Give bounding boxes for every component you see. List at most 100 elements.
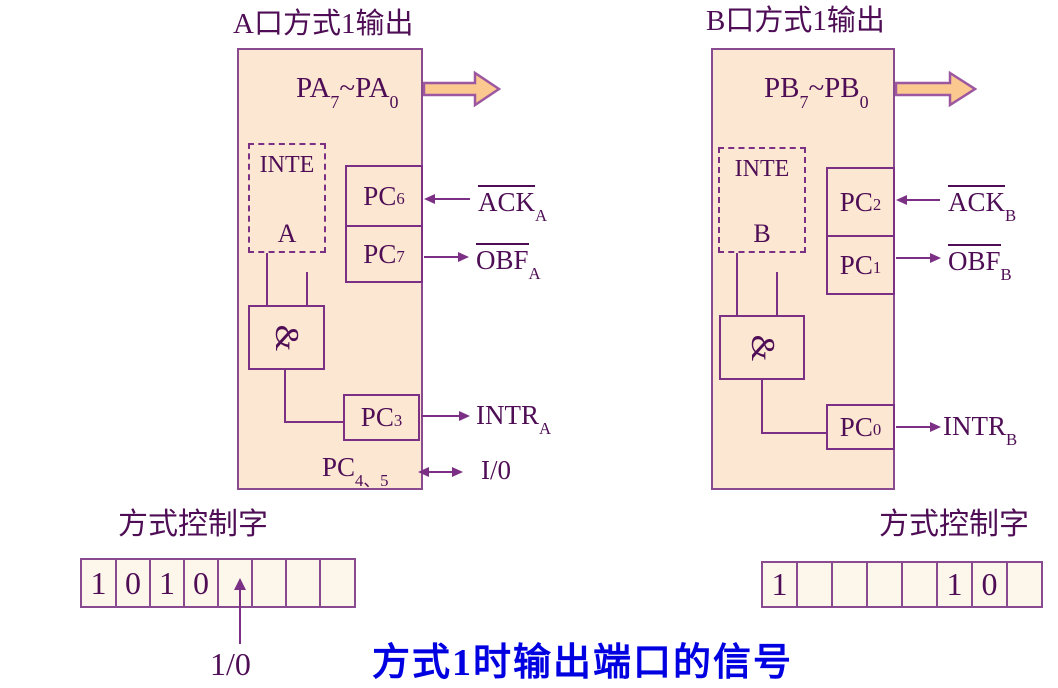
port-b-obf-text: OBF <box>948 244 1001 276</box>
port-a-pc3-sub: 3 <box>393 410 403 430</box>
port-a-obf-arrowhead-icon <box>458 252 469 262</box>
control-b-label: 方式控制字 <box>879 508 1029 541</box>
control-b-bit-d6 <box>796 561 833 608</box>
port-b-bus-label: PB7~PB0 <box>764 72 869 111</box>
port-b-title: B口方式1输出 <box>706 5 885 37</box>
and-gate-symbol: & <box>268 324 306 351</box>
control-b-bit-d2: 1 <box>936 561 973 608</box>
port-a-io-arrowhead-left-icon <box>418 467 429 477</box>
port-a-bus-right: PA <box>355 72 390 104</box>
control-b-bit-row: 1 1 0 <box>761 561 1043 608</box>
port-a-obf-line <box>424 256 460 258</box>
port-b-bus-left-sub: 7 <box>799 91 809 112</box>
port-b-bus-arrow-icon <box>895 70 977 108</box>
port-b-wire-gate-to-pc0 <box>761 432 826 434</box>
port-a-wire-gate-down <box>284 370 286 423</box>
port-a-io-signal-label: I/0 <box>481 457 511 484</box>
port-a-pc45-base: PC <box>322 452 356 482</box>
port-a-intr-arrowhead-icon <box>459 411 470 421</box>
control-b-bit-d0 <box>1006 561 1043 608</box>
control-a-bit-d2 <box>251 558 287 608</box>
port-b-intr-line <box>896 426 932 428</box>
port-b-bus-right-sub: 0 <box>859 91 869 112</box>
port-b-pc2-label: PC <box>839 186 873 217</box>
port-a-inte-suffix: A <box>277 219 297 248</box>
port-b-obf-line <box>896 257 932 259</box>
port-b-pc0-label: PC <box>839 411 873 442</box>
port-a-ack-line <box>434 198 470 200</box>
port-a-ack-signal-label: ACKA <box>478 185 547 224</box>
port-a-ack-text: ACK <box>478 185 536 217</box>
control-b-bit-d7: 1 <box>761 561 798 608</box>
port-a-intr-line <box>421 415 461 417</box>
port-b-bus-sep: ~ <box>808 72 825 104</box>
port-a-wire-ack-to-gate <box>306 272 308 305</box>
port-a-pc6-label: PC <box>363 180 397 211</box>
control-a-bit-d1 <box>285 558 321 608</box>
port-b-wire-inte-to-gate <box>736 253 738 315</box>
port-a-wire-gate-to-pc3 <box>284 421 343 423</box>
port-a-and-gate-box: & <box>248 305 325 370</box>
port-b-pc1-sub: 1 <box>872 258 882 278</box>
port-b-pc1-label: PC <box>839 249 873 280</box>
port-a-pc7-label: PC <box>363 238 397 269</box>
port-a-pc6-sub: 6 <box>396 189 405 209</box>
and-gate-symbol: & <box>743 334 781 361</box>
port-b-bus-right: PB <box>824 72 860 104</box>
port-b-pc2-sub: 2 <box>872 195 882 215</box>
port-a-obf-signal-label: OBFA <box>476 243 541 282</box>
port-b-intr-signal-label: INTRB <box>943 413 1017 448</box>
port-b-bus-left: PB <box>764 72 800 104</box>
page-caption: 方式1时输出端口的信号 <box>372 642 794 684</box>
port-a-ack-arrowhead-icon <box>424 194 435 204</box>
control-b-bit-d1: 0 <box>971 561 1008 608</box>
control-b-bit-d5 <box>831 561 868 608</box>
control-a-bit-d4: 0 <box>183 558 219 608</box>
port-a-inte-label: INTE <box>259 152 315 178</box>
control-a-label: 方式控制字 <box>118 508 268 541</box>
control-a-pointer-line <box>239 589 241 644</box>
port-b-wire-gate-down <box>761 380 763 434</box>
control-a-bit-d7: 1 <box>80 558 117 608</box>
port-b-intr-sub: B <box>1006 430 1018 450</box>
control-a-bit-d0 <box>319 558 356 608</box>
control-a-bit-d5: 1 <box>149 558 185 608</box>
port-a-pc7-sub: 7 <box>396 247 405 267</box>
port-a-wire-inte-to-gate <box>266 253 268 305</box>
port-a-pc45-sub: 4、5 <box>355 471 389 491</box>
port-a-io-arrowhead-right-icon <box>452 467 463 477</box>
port-a-title: A口方式1输出 <box>233 8 414 40</box>
port-a-intr-signal-label: INTRA <box>476 402 551 437</box>
port-b-inte-label: INTE <box>734 156 790 182</box>
port-b-pc0-sub: 0 <box>872 420 882 440</box>
port-a-ack-sub: A <box>535 206 548 226</box>
port-a-obf-text: OBF <box>476 243 529 275</box>
port-a-bus-sep: ~ <box>339 72 356 104</box>
port-b-intr-arrowhead-icon <box>930 422 941 432</box>
port-b-wire-ack-to-gate <box>776 272 778 315</box>
port-b-obf-arrowhead-icon <box>930 253 941 263</box>
control-a-bit-row: 1 0 1 0 <box>80 558 356 608</box>
port-b-obf-sub: B <box>1000 265 1012 285</box>
port-a-inte-box: INTE A <box>248 143 326 253</box>
port-a-bus-label: PA7~PA0 <box>296 72 399 111</box>
port-b-inte-box: INTE B <box>718 147 806 253</box>
control-a-pointer-label: 1/0 <box>210 646 251 682</box>
control-b-bit-d4 <box>866 561 903 608</box>
port-b-inte-suffix: B <box>753 219 771 248</box>
port-b-ack-signal-label: ACKB <box>948 185 1016 224</box>
port-b-ack-text: ACK <box>948 185 1006 217</box>
port-b-obf-signal-label: OBFB <box>948 244 1012 283</box>
port-a-pc45-label: PC4、5 <box>322 452 389 489</box>
port-a-pc3-label: PC <box>360 402 394 432</box>
port-b-ack-sub: B <box>1005 206 1017 226</box>
port-a-bus-left-sub: 7 <box>330 91 340 112</box>
port-b-ack-line <box>906 199 940 201</box>
